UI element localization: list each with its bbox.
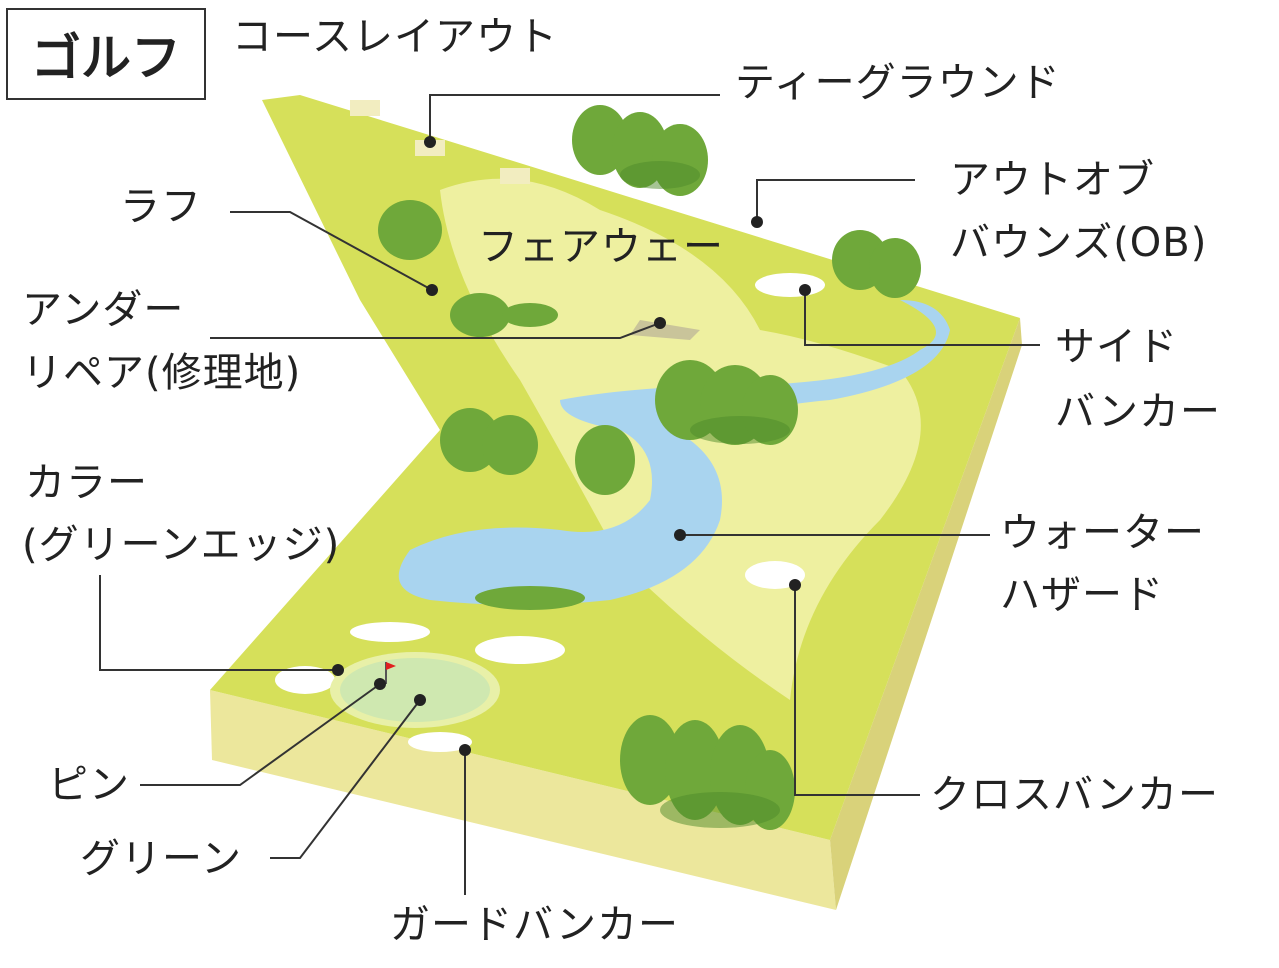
- subtitle: コースレイアウト: [232, 14, 558, 60]
- course-right-face: [830, 318, 1022, 910]
- label-water-hazard-2: ハザード: [1000, 572, 1164, 618]
- label-fairway: フェアウェー: [478, 224, 724, 270]
- label-ob-2: バウンズ(OB): [950, 220, 1208, 266]
- leader-lines: [99, 94, 1040, 895]
- label-water-hazard-1: ウォーター: [1000, 510, 1205, 556]
- guard-bunker: [475, 636, 565, 664]
- leader-dots: [332, 136, 811, 756]
- side-bunker: [755, 273, 825, 297]
- guard-bunker: [408, 732, 472, 752]
- label-ob-1: アウトオブ: [950, 157, 1155, 203]
- tee-box: [350, 100, 380, 116]
- under-repair-area: [630, 320, 700, 340]
- course-front-face: [210, 690, 836, 910]
- label-tee-ground: ティーグラウンド: [735, 60, 1061, 106]
- label-under-repair-2: リペア(修理地): [22, 350, 302, 396]
- guard-bunker: [275, 666, 335, 694]
- label-under-repair-1: アンダー: [22, 287, 185, 333]
- label-guard-bunker: ガードバンカー: [390, 902, 679, 948]
- label-side-bunker-2: バンカー: [1055, 389, 1221, 435]
- putting-green: [340, 658, 490, 722]
- water-hazard: [398, 300, 950, 605]
- label-pin: ピン: [48, 762, 130, 808]
- label-collar-2: (グリーンエッジ): [22, 522, 341, 568]
- tee-box: [500, 168, 530, 184]
- guard-bunker: [350, 622, 430, 642]
- label-collar-1: カラー: [25, 460, 148, 506]
- label-rough: ラフ: [120, 184, 202, 230]
- label-cross-bunker: クロスバンカー: [930, 772, 1219, 818]
- tree-shades: [620, 161, 790, 828]
- label-green: グリーン: [80, 836, 242, 882]
- label-side-bunker-1: サイド: [1055, 324, 1178, 370]
- title-badge: ゴルフ: [6, 8, 206, 100]
- pin-flag: [386, 662, 396, 670]
